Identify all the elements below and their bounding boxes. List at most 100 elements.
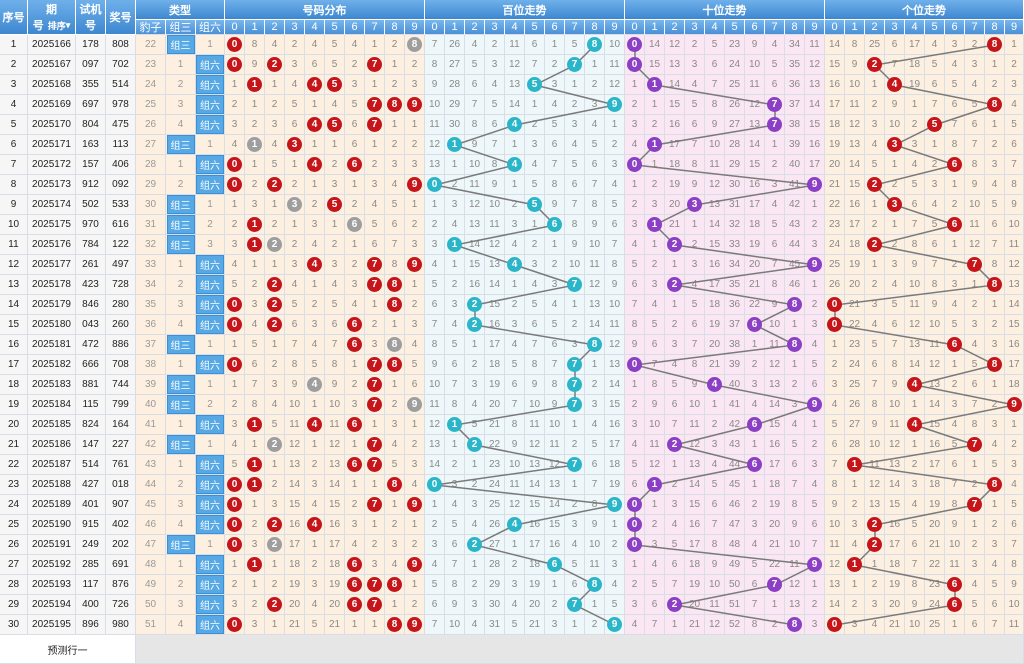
- tens-ball-purple: 9: [807, 397, 822, 412]
- tens-cell-2: 12: [665, 35, 685, 55]
- header-tens-group: 十位走势: [625, 0, 825, 20]
- units-miss-value: 18: [928, 479, 941, 490]
- hund-cell-0: 8: [425, 55, 445, 75]
- hund-cell-1: 8: [445, 575, 465, 595]
- dist-cell-7: 7: [365, 575, 385, 595]
- units-miss-value: 23: [828, 219, 841, 230]
- leopard-miss-label: 40: [144, 399, 157, 410]
- header-digit-8: 8: [385, 20, 405, 35]
- units-cell-6: 1: [945, 175, 965, 195]
- hund-miss-value: 3: [571, 519, 578, 530]
- group6-cell-label: 1: [207, 539, 213, 550]
- dist-cell-8: 8: [385, 355, 405, 375]
- tens-miss-value: 2: [811, 219, 818, 230]
- tens-cell-0: 0: [625, 55, 645, 75]
- dist-miss-value: 2: [411, 299, 418, 310]
- dist-cell-0: 2: [225, 95, 245, 115]
- group3-cell-label: 组三: [166, 335, 195, 354]
- dist-cell-0: 0: [225, 55, 245, 75]
- units-cell-9: 16: [1005, 335, 1024, 355]
- issue-number-label: 2025168: [32, 79, 71, 90]
- hund-cell-7: 3: [565, 335, 585, 355]
- units-miss-value: 22: [848, 319, 861, 330]
- units-miss-value: 3: [931, 179, 938, 190]
- dist-miss-value: 2: [411, 439, 418, 450]
- hund-ball-teal: 4: [507, 117, 522, 132]
- hund-cell-7: 7: [565, 55, 585, 75]
- units-miss-value: 8: [871, 399, 878, 410]
- tens-miss-value: 2: [651, 519, 658, 530]
- tens-cell-0: 4: [625, 435, 645, 455]
- hund-miss-value: 4: [571, 139, 578, 150]
- units-ball-red: 1: [847, 457, 862, 472]
- dist-cell-0: 0: [225, 355, 245, 375]
- dist-miss-value: 4: [251, 319, 258, 330]
- hund-miss-value: 19: [528, 579, 541, 590]
- header-digit-9: 9: [1005, 20, 1024, 35]
- dist-cell-3: 15: [285, 495, 305, 515]
- dist-cell-4: 6: [305, 55, 325, 75]
- dist-miss-value: 2: [391, 79, 398, 90]
- tens-cell-1: 1: [645, 235, 665, 255]
- dist-cell-1: 1: [245, 75, 265, 95]
- hund-miss-value: 14: [608, 379, 621, 390]
- issue-number: 2025178: [28, 275, 76, 295]
- hund-miss-value: 2: [431, 219, 438, 230]
- group6-cell: 组六: [196, 155, 225, 175]
- units-miss-value: 5: [971, 599, 978, 610]
- test-number: 846: [76, 295, 106, 315]
- units-miss-value: 6: [991, 219, 998, 230]
- tens-cell-5: 26: [725, 95, 745, 115]
- row-index: 7: [0, 155, 28, 175]
- leopard-miss-label: 30: [144, 199, 157, 210]
- units-cell-0: 5: [825, 415, 845, 435]
- tens-cell-9: 13: [805, 75, 825, 95]
- tens-miss-value: 1: [631, 379, 638, 390]
- dist-cell-2: 3: [265, 375, 285, 395]
- issue-number-label: 2025188: [32, 479, 71, 490]
- dist-miss-value: 5: [311, 359, 318, 370]
- sort-arrow-icon[interactable]: ▾: [65, 19, 71, 30]
- hund-cell-9: 9: [605, 615, 625, 635]
- leopard-miss-label: 43: [144, 459, 157, 470]
- row-index: 11: [0, 235, 28, 255]
- leopard-miss: 41: [136, 415, 166, 435]
- header-digit-label: 3: [691, 21, 698, 33]
- dist-cell-6: 3: [345, 275, 365, 295]
- sort-button[interactable]: 排序: [47, 20, 66, 31]
- dist-cell-7: 7: [365, 455, 385, 475]
- header-issue[interactable]: 期号排序▾: [28, 0, 76, 35]
- issue-number-label: 2025167: [32, 59, 71, 70]
- leopard-miss: 22: [136, 35, 166, 55]
- units-cell-4: 6: [905, 535, 925, 555]
- dist-miss-value: 6: [251, 359, 258, 370]
- test-number: 427: [76, 475, 106, 495]
- dist-cell-6: 1: [345, 355, 365, 375]
- predict-row-area[interactable]: [136, 635, 1024, 664]
- hund-cell-6: 3: [545, 615, 565, 635]
- units-miss-value: 5: [871, 159, 878, 170]
- units-miss-value: 3: [871, 119, 878, 130]
- units-cell-0: 0: [825, 295, 845, 315]
- dist-cell-1: 2: [245, 115, 265, 135]
- hund-cell-3: 10: [485, 195, 505, 215]
- hund-miss-value: 5: [431, 579, 438, 590]
- sort-control[interactable]: 号排序▾: [33, 17, 71, 33]
- units-miss-value: 18: [908, 59, 921, 70]
- prize-number: 406: [106, 155, 136, 175]
- group6-cell: 组六: [196, 255, 225, 275]
- hund-miss-value: 6: [431, 599, 438, 610]
- tens-cell-8: 39: [785, 135, 805, 155]
- hund-miss-value: 20: [488, 399, 501, 410]
- hund-cell-2: 2: [465, 295, 485, 315]
- tens-cell-9: 16: [805, 135, 825, 155]
- test-number: 915: [76, 515, 106, 535]
- dist-cell-4: 4: [305, 335, 325, 355]
- dist-cell-2: 2: [265, 515, 285, 535]
- tens-miss-value: 28: [728, 139, 741, 150]
- dist-miss-value: 9: [291, 379, 298, 390]
- hund-cell-9: 10: [605, 295, 625, 315]
- units-cell-2: 8: [865, 395, 885, 415]
- prize-number-label: 799: [112, 399, 129, 410]
- predict-row-label[interactable]: 预测行一: [0, 635, 136, 664]
